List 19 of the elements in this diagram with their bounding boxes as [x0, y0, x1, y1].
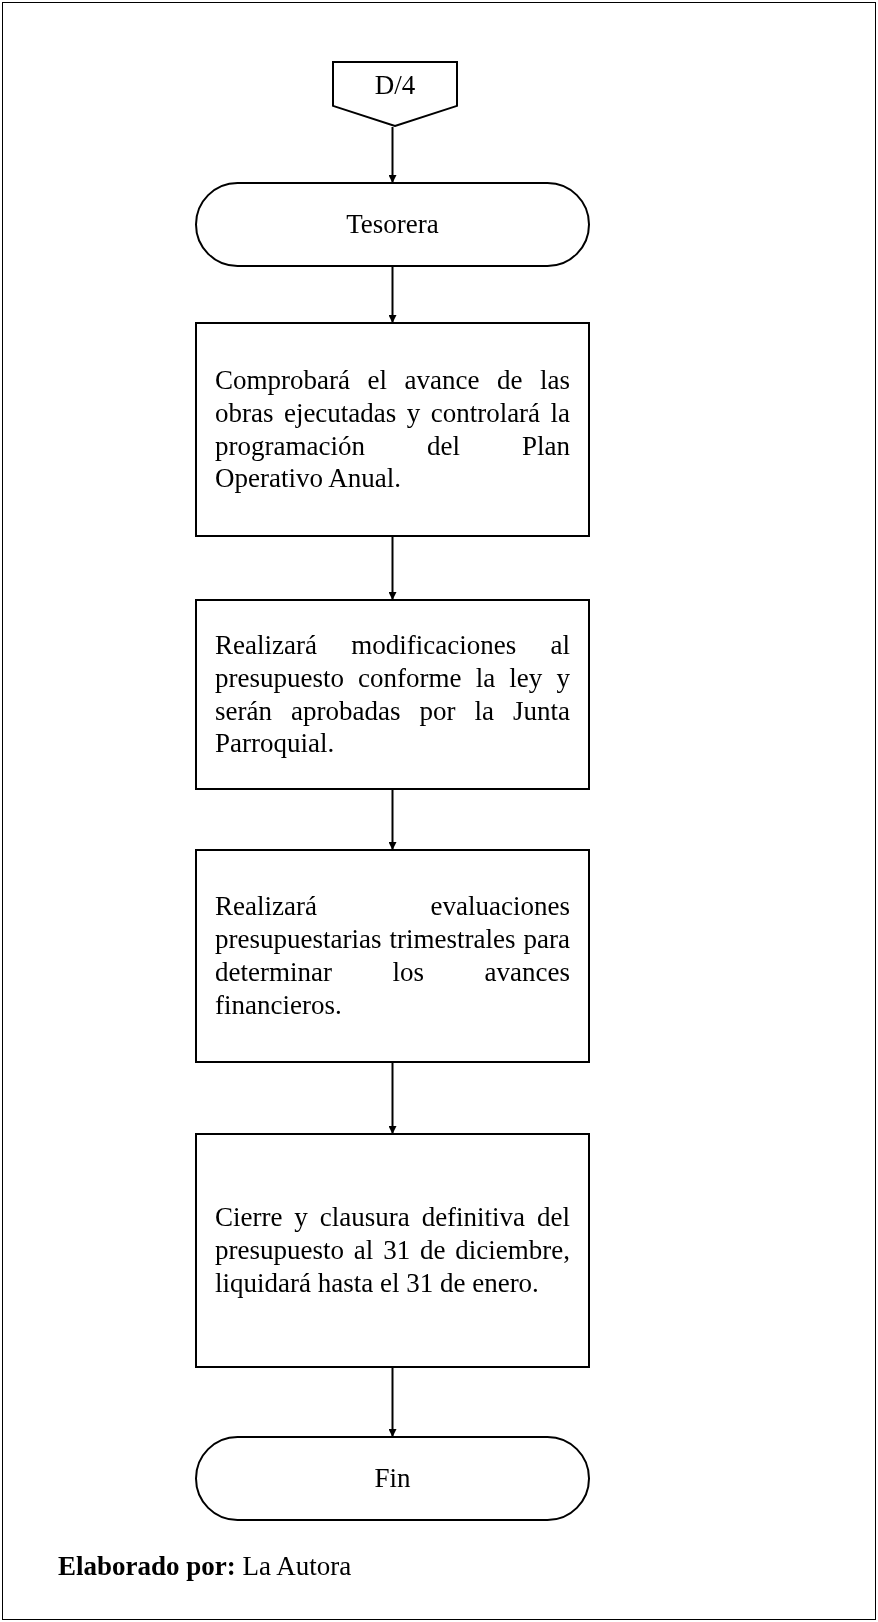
- node-text: Realizará evaluaciones presupuestarias trimestrales para determinar los avances financieros.: [215, 890, 570, 1022]
- arrow: [388, 1062, 397, 1134]
- process-box: [195, 1133, 590, 1368]
- credit-note: Elaborado por: La Autora: [58, 1551, 352, 1582]
- process-box: [195, 849, 590, 1063]
- arrow: [388, 266, 397, 323]
- node-text: D/4: [373, 68, 417, 102]
- arrow: [388, 536, 397, 600]
- process-box: [195, 599, 590, 790]
- process-box: [195, 322, 590, 537]
- arrow: [388, 1367, 397, 1437]
- arrow: [388, 126, 397, 183]
- off-page-connector: [332, 61, 458, 127]
- node-text: Tesorera: [345, 208, 440, 241]
- node-text: Fin: [373, 1462, 412, 1495]
- node-text: Comprobará el avance de las obras ejecutadas y controlará la programación del Plan Operativo Anual.: [215, 363, 570, 496]
- arrow: [388, 789, 397, 850]
- node-text: Cierre y clausura definitiva del presupuesto al 31 de diciembre, liquidará hasta el 31 de enero.: [215, 1201, 570, 1300]
- node-text: Realizará modificaciones al presupuesto conforme la ley y serán aprobadas por la Junta Parroquial.: [215, 628, 570, 761]
